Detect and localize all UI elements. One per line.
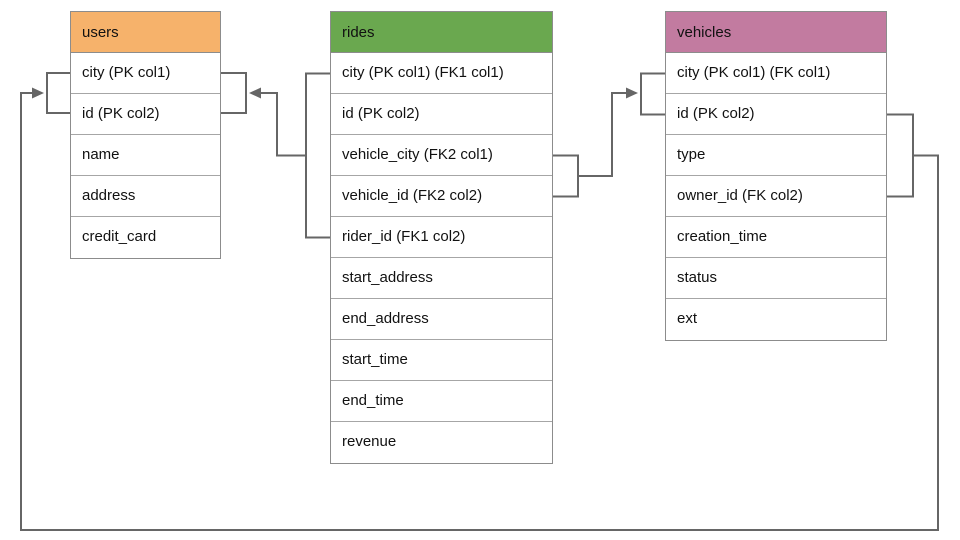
table-row: status — [666, 258, 886, 299]
connector-vehicles-users-source-bracket — [887, 113, 914, 198]
arrowhead-to-vehicles-left — [626, 87, 638, 99]
connector-rides-vehicles-source-bracket — [553, 154, 579, 198]
table-users-header: users — [71, 12, 220, 53]
connector-rides-users-line — [261, 92, 306, 157]
table-row: name — [71, 135, 220, 176]
table-row: start_time — [331, 340, 552, 381]
table-row: vehicle_city (FK2 col1) — [331, 135, 552, 176]
table-rides: rides city (PK col1) (FK1 col1)id (PK co… — [330, 11, 553, 464]
table-row: id (PK col2) — [71, 94, 220, 135]
table-row: address — [71, 176, 220, 217]
table-row: start_address — [331, 258, 552, 299]
table-row: city (PK col1) — [71, 53, 220, 94]
table-row: type — [666, 135, 886, 176]
arrowhead-to-users-left — [32, 87, 44, 99]
table-row: owner_id (FK col2) — [666, 176, 886, 217]
connector-rides-users-target-bracket — [221, 72, 247, 114]
table-rides-header: rides — [331, 12, 552, 53]
table-row: vehicle_id (FK2 col2) — [331, 176, 552, 217]
connector-rides-users-source-bracket — [305, 72, 330, 239]
table-row: creation_time — [666, 217, 886, 258]
table-row: city (PK col1) (FK col1) — [666, 53, 886, 94]
table-row: id (PK col2) — [666, 94, 886, 135]
table-row: revenue — [342, 433, 397, 450]
connector-rides-vehicles-target-bracket — [640, 72, 665, 116]
table-row: end_address — [331, 299, 552, 340]
table-row: city (PK col1) (FK1 col1) — [331, 53, 552, 94]
table-row: end_time — [331, 381, 552, 422]
table-vehicles-header: vehicles — [666, 12, 886, 53]
table-row: rider_id (FK1 col2) — [331, 217, 552, 258]
connector-vehicles-users-target-bracket — [46, 72, 70, 114]
table-row: id (PK col2) — [331, 94, 552, 135]
table-rides-rows: city (PK col1) (FK1 col1)id (PK col2)veh… — [331, 53, 552, 463]
table-vehicles-rows: city (PK col1) (FK col1)id (PK col2)type… — [666, 53, 886, 340]
connector-rides-vehicles-line — [578, 92, 626, 177]
table-vehicles: vehicles city (PK col1) (FK col1)id (PK … — [665, 11, 887, 341]
table-row: credit_card — [82, 228, 157, 245]
table-row: ext — [677, 310, 698, 327]
arrowhead-to-users-right — [249, 87, 261, 99]
